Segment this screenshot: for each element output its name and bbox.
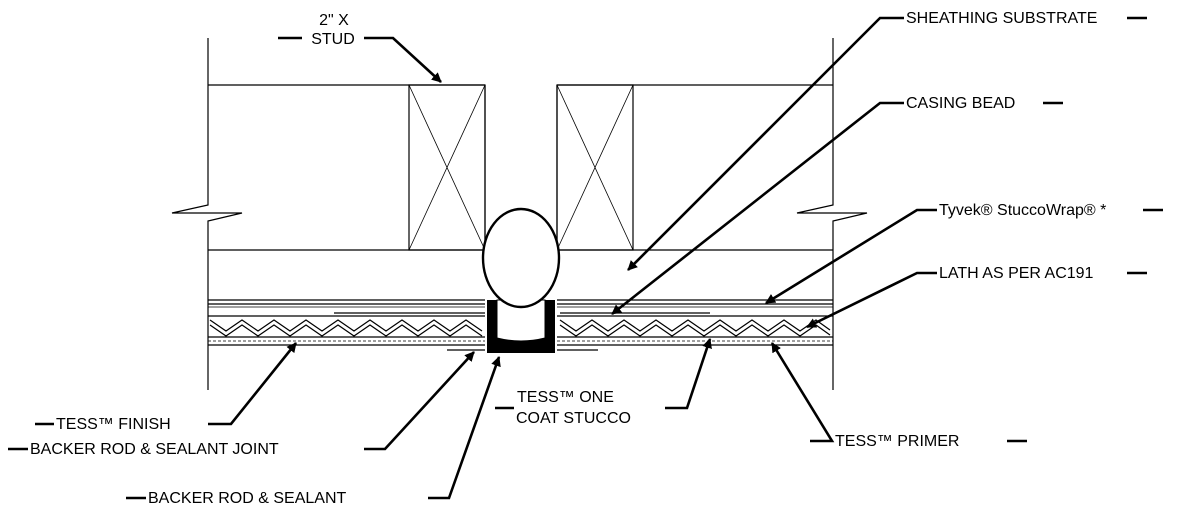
label-casing-bead: CASING BEAD: [906, 95, 1015, 112]
label-lath: LATH AS PER AC191: [939, 265, 1094, 282]
labels: 2" X STUD SHEATHING SUBSTRATE CASING BEA…: [30, 10, 1106, 507]
finish-leader: [208, 342, 298, 426]
wall-framing: [171, 38, 868, 390]
leader-lines: [8, 16, 1163, 500]
lath-zigzag: [209, 319, 831, 337]
sheathing-leader: [627, 16, 904, 271]
backer-leader: [428, 356, 501, 500]
one-coat-leader: [665, 338, 712, 410]
label-one-coat-line2: COAT STUCCO: [516, 410, 631, 427]
label-backer-joint: BACKER ROD & SEALANT JOINT: [30, 441, 279, 458]
label-wrap: Tyvek® StuccoWrap® *: [939, 202, 1106, 219]
left-break-line: [171, 38, 243, 390]
label-stud-line1: 2" X: [319, 12, 349, 29]
label-sheathing: SHEATHING SUBSTRATE: [906, 10, 1097, 27]
label-one-coat-line1: TESS™ ONE: [517, 389, 614, 406]
stud-leader: [364, 36, 442, 83]
joint: [481, 207, 561, 353]
casing-bead-leader: [611, 101, 904, 316]
right-break-line: [796, 38, 868, 390]
lath-leader: [806, 271, 937, 329]
backer-rod: [481, 207, 561, 309]
wrap-leader: [765, 208, 937, 305]
label-stud-line2: STUD: [311, 31, 355, 48]
backer-joint-leader: [364, 351, 475, 451]
stucco-layers: [208, 312, 833, 351]
label-finish: TESS™ FINISH: [56, 416, 171, 433]
label-primer: TESS™ PRIMER: [835, 433, 959, 450]
label-backer: BACKER ROD & SEALANT: [148, 490, 347, 507]
primer-leader: [770, 342, 835, 443]
